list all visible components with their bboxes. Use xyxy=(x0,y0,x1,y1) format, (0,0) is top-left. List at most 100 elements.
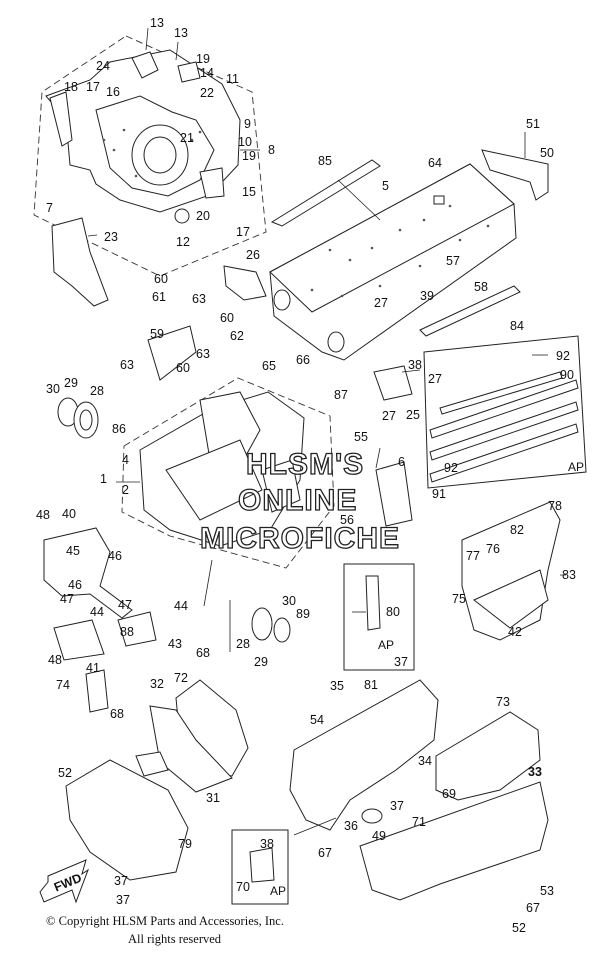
callout-47: 47 xyxy=(118,598,132,612)
callout-74: 74 xyxy=(56,678,70,692)
part-34-pan xyxy=(359,781,549,901)
callout-85: 85 xyxy=(318,154,332,168)
callout-37: 37 xyxy=(114,874,128,888)
callout-47: 47 xyxy=(60,592,74,606)
tunnel-assembly xyxy=(269,163,517,361)
callout-80: 80 xyxy=(386,605,400,619)
callout-59: 59 xyxy=(150,327,164,341)
callout-23: 23 xyxy=(104,230,118,244)
callout-19: 19 xyxy=(196,52,210,66)
callout-8: 8 xyxy=(268,143,275,157)
callout-27: 27 xyxy=(374,296,388,310)
callout-12: 12 xyxy=(176,235,190,249)
callout-32: 32 xyxy=(150,677,164,691)
part-32-bracket xyxy=(85,669,109,713)
callout-79: 79 xyxy=(178,837,192,851)
callout-37: 37 xyxy=(116,893,130,907)
left-bearing-parts xyxy=(57,397,99,439)
callout-65: 65 xyxy=(262,359,276,373)
callout-48: 48 xyxy=(36,508,50,522)
callout-86: 86 xyxy=(112,422,126,436)
callout-15: 15 xyxy=(242,185,256,199)
part-26-bracket xyxy=(223,265,267,301)
copyright-line: © Copyright HLSM Parts and Accessories, … xyxy=(46,914,284,928)
callout-91: 91 xyxy=(432,487,446,501)
callout-38: 38 xyxy=(408,358,422,372)
callout-88: 88 xyxy=(120,625,134,639)
callout-75: 75 xyxy=(452,592,466,606)
callout-30: 30 xyxy=(282,594,296,608)
callout-28: 28 xyxy=(236,637,250,651)
callout-63: 63 xyxy=(196,347,210,361)
callout-7: 7 xyxy=(46,201,53,215)
callout-13: 13 xyxy=(174,26,188,40)
callout-72: 72 xyxy=(174,671,188,685)
callout-27: 27 xyxy=(428,372,442,386)
callout-13: 13 xyxy=(150,16,164,30)
callout-52: 52 xyxy=(58,766,72,780)
callout-31: 31 xyxy=(206,791,220,805)
callout-60: 60 xyxy=(220,311,234,325)
callout-39: 39 xyxy=(420,289,434,303)
callout-2: 2 xyxy=(122,483,129,497)
rights-line: All rights reserved xyxy=(128,932,222,946)
callout-64: 64 xyxy=(428,156,442,170)
callout-40: 40 xyxy=(62,507,76,521)
watermark: HLSM'S ONLINE MICROFICHE xyxy=(199,447,399,555)
callout-5: 5 xyxy=(382,179,389,193)
callout-44: 44 xyxy=(174,599,188,613)
callout-ap: AP xyxy=(568,460,584,474)
part-38-strip xyxy=(135,751,169,777)
callout-55: 55 xyxy=(354,430,368,444)
callout-76: 76 xyxy=(486,542,500,556)
callout-37: 37 xyxy=(390,799,404,813)
callout-18: 18 xyxy=(64,80,78,94)
part-35-pan xyxy=(289,679,439,831)
callout-61: 61 xyxy=(152,290,166,304)
callout-16: 16 xyxy=(106,85,120,99)
part-42-bracket xyxy=(117,611,157,647)
callout-19: 19 xyxy=(242,149,256,163)
callout-44: 44 xyxy=(90,605,104,619)
callout-84: 84 xyxy=(510,319,524,333)
callout-21: 21 xyxy=(180,131,194,145)
part-7-bracket xyxy=(51,217,109,307)
callout-1: 1 xyxy=(100,472,107,486)
callout-38: 38 xyxy=(260,837,274,851)
callout-6: 6 xyxy=(398,455,405,469)
callout-45: 45 xyxy=(66,544,80,558)
callout-57: 57 xyxy=(446,254,460,268)
mid-bearing-parts xyxy=(251,607,291,643)
callout-4: 4 xyxy=(122,453,129,467)
fwd-arrow-icon: FWD xyxy=(39,859,90,904)
callout-71: 71 xyxy=(412,815,426,829)
middle-frame-assembly xyxy=(121,325,335,569)
callout-ap: AP xyxy=(378,638,394,652)
callout-46: 46 xyxy=(108,549,122,563)
callout-92: 92 xyxy=(444,461,458,475)
part-25-bracket xyxy=(373,365,413,401)
part-85-strip xyxy=(270,159,381,227)
callout-53: 53 xyxy=(540,884,554,898)
callout-41: 41 xyxy=(86,661,100,675)
callout-33: 33 xyxy=(528,765,542,779)
ap-box-88 xyxy=(343,563,415,671)
callout-28: 28 xyxy=(90,384,104,398)
callout-42: 42 xyxy=(508,625,522,639)
callout-66: 66 xyxy=(296,353,310,367)
callout-63: 63 xyxy=(120,358,134,372)
callout-ap: AP xyxy=(270,884,286,898)
callout-60: 60 xyxy=(154,272,168,286)
callout-56: 56 xyxy=(340,513,354,527)
callout-30: 30 xyxy=(46,382,60,396)
callout-58: 58 xyxy=(474,280,488,294)
callout-70: 70 xyxy=(236,880,250,894)
callout-81: 81 xyxy=(364,678,378,692)
callout-29: 29 xyxy=(64,376,78,390)
callout-48: 48 xyxy=(48,653,62,667)
callout-89: 89 xyxy=(296,607,310,621)
callout-52: 52 xyxy=(512,921,526,935)
callout-69: 69 xyxy=(442,787,456,801)
